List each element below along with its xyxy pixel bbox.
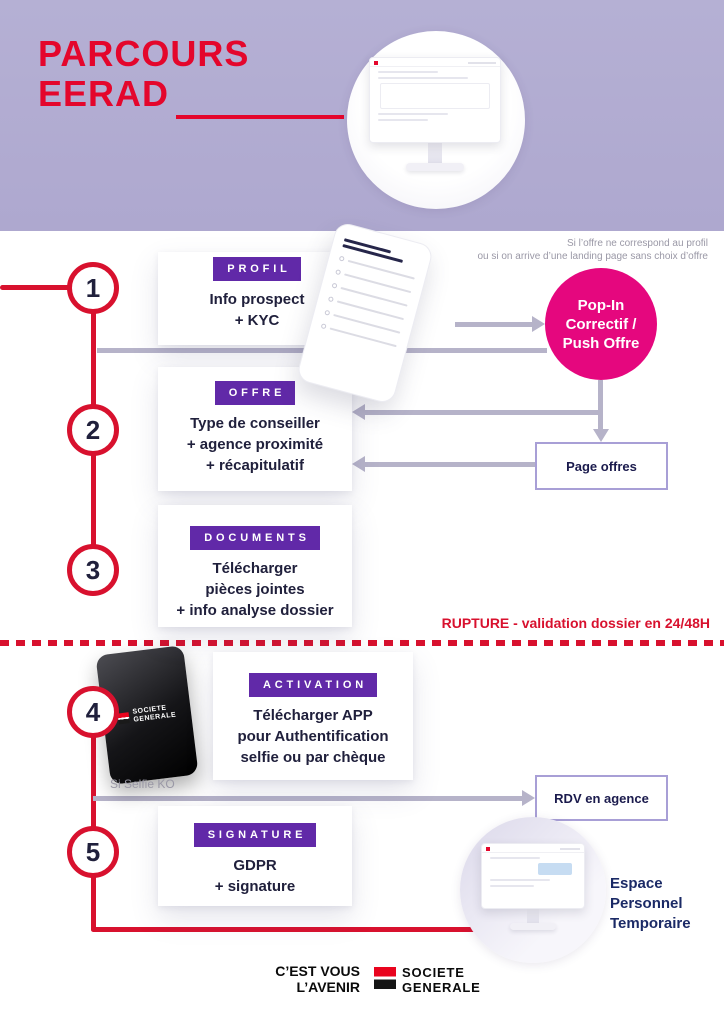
page-title-line1: PARCOURS [38,33,250,74]
arrow-popin-to-pageoffres-line [598,380,603,430]
page-offres-box: Page offres [535,442,668,490]
societe-generale-brand-text: SOCIETE GENERALE [402,965,481,995]
step-3-badge: DOCUMENTS [190,526,320,550]
desktop-monitor-icon [369,57,501,171]
step-4-text: Télécharger APP pour Authentification se… [237,707,389,766]
rdv-en-agence-box: RDV en agence [535,775,668,821]
step-4-number: 4 [67,686,119,738]
step-3-card: DOCUMENTS Télécharger pièces jointes + i… [158,505,352,627]
step-2-card: OFFRE Type de conseiller + agence proxim… [158,367,352,491]
connector-line-5-down [91,874,96,932]
societe-generale-logo-on-phone: SOCIETE GENERALE [117,704,177,727]
selfie-ko-label: Si Selfie KO [110,777,175,791]
title-underline [176,115,344,119]
arrow-selfie-ko-head [522,790,535,806]
step-5-number: 5 [67,826,119,878]
popin-correctif-badge: Pop-In Correctif / Push Offre [545,268,657,380]
step-5-badge: SIGNATURE [193,823,317,847]
desktop-monitor-icon-small [481,843,585,930]
connector-line-bottom [91,927,489,932]
arrow-pageoffres-to-offre-head [352,456,365,472]
arrow-pageoffres-to-offre-line [365,462,535,467]
step-1-text: Info prospect + KYC [209,291,305,329]
connector-line-1-2 [91,310,96,408]
espace-screenshot-circle [460,817,606,963]
espace-personnel-label: Espace Personnel Temporaire [610,875,691,932]
arrow-popin-to-pageoffres-head [593,429,609,442]
phone-mockup-form [295,220,435,406]
step-4-card: ACTIVATION Télécharger APP pour Authenti… [213,652,413,780]
step-2-badge: OFFRE [214,381,296,405]
societe-generale-square-icon [117,711,130,724]
arrow-to-offre-top-head [352,404,365,420]
step-2-number: 2 [67,404,119,456]
step-1-number: 1 [67,262,119,314]
popin-condition-note: Si l’offre ne correspond au profil ou si… [477,238,708,262]
connector-line-2-3 [91,452,96,548]
footer-slogan: C’EST VOUS L’AVENIR [275,963,360,995]
connector-line-entry [0,285,70,290]
arrow-to-popin-line [455,322,532,327]
step-5-card: SIGNATURE GDPR + signature [158,806,352,906]
rupture-dotted-line [0,640,724,646]
arrow-to-offre-top-line [365,410,601,415]
step-4-badge: ACTIVATION [248,673,378,697]
connector-line-4-5 [91,734,96,830]
arrow-to-popin-head [532,316,545,332]
rupture-label: RUPTURE - validation dossier en 24/48H [441,615,710,631]
step-3-text: Télécharger pièces jointes + info analys… [176,560,334,619]
step-1-badge: PROFIL [213,257,301,281]
societe-generale-logo-icon [374,967,396,989]
step-5-text: GDPR + signature [214,857,296,895]
step-2-text: Type de conseiller + agence proximité + … [186,415,324,474]
step-3-number: 3 [67,544,119,596]
arrow-selfie-ko-line [93,796,522,801]
page-title: PARCOURS EERAD [38,34,249,114]
hero-screenshot-circle [347,31,525,209]
page-title-line2: EERAD [38,73,170,114]
